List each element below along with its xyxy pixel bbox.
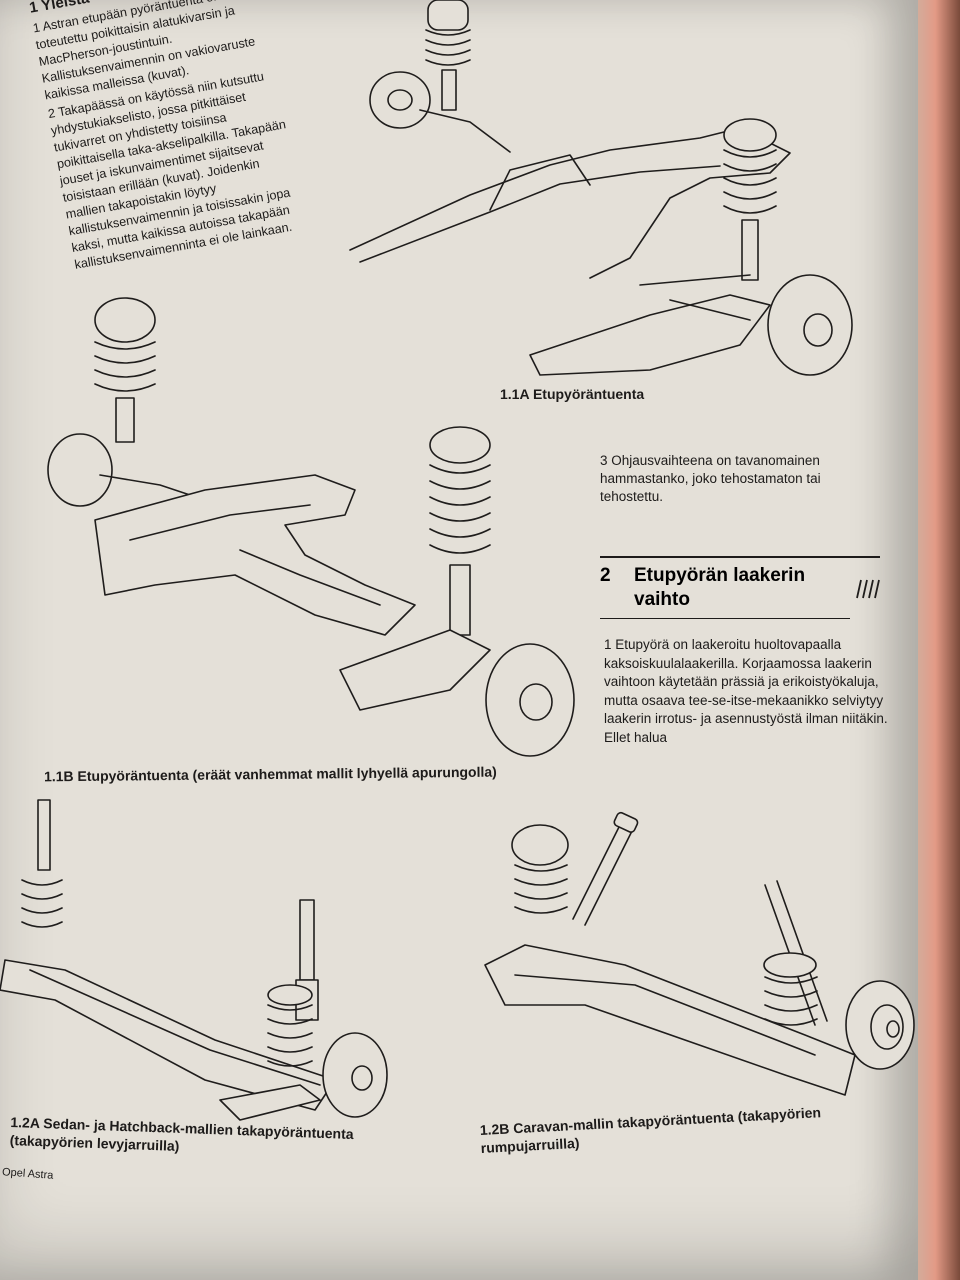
section-2-title: Etupyörän laakerin vaihto [634,565,806,610]
page-footer: Opel Astra [1,1166,54,1182]
section-rule-top [600,556,880,558]
section-2-block: 2 Etupyörän laakerin vaihto [600,556,880,619]
figure-1-2b-rear-suspension-drum [484,811,915,1096]
section-rule-bottom [600,618,850,619]
intro-section: 1 Yleistä 1 Astran etupään pyöräntuenta … [28,0,313,276]
figure-1-2a-rear-suspension-disc [0,799,388,1121]
caption-figure-1-1a: 1.1A Etupyöräntuenta [500,386,645,402]
caption-figure-1-2b: 1.2B Caravan-mallin takapyöräntuenta (ta… [479,1104,822,1156]
section-2-heading: 2 Etupyörän laakerin vaihto [600,558,880,618]
caption-figure-1-1b: 1.1B Etupyöräntuenta (eräät vanhemmat ma… [43,763,497,785]
section-2-number: 2 [600,565,611,586]
section-2-paragraph-1: 1 Etupyörä on laakeroitu huoltovapaalla … [604,637,888,745]
figure-1-1b-front-suspension-older [47,297,575,757]
figure-1-1a-front-suspension [349,0,853,376]
caption-figure-1-2a: 1.2A Sedan- ja Hatchback-mallien takapyö… [9,1114,354,1154]
paragraph-3-steering: 3 Ohjausvaihteena on tavanomainen hammas… [600,453,821,504]
wrench-rating-icon [856,579,880,599]
manual-page: 1 Yleistä 1 Astran etupään pyöräntuenta … [0,0,918,1280]
